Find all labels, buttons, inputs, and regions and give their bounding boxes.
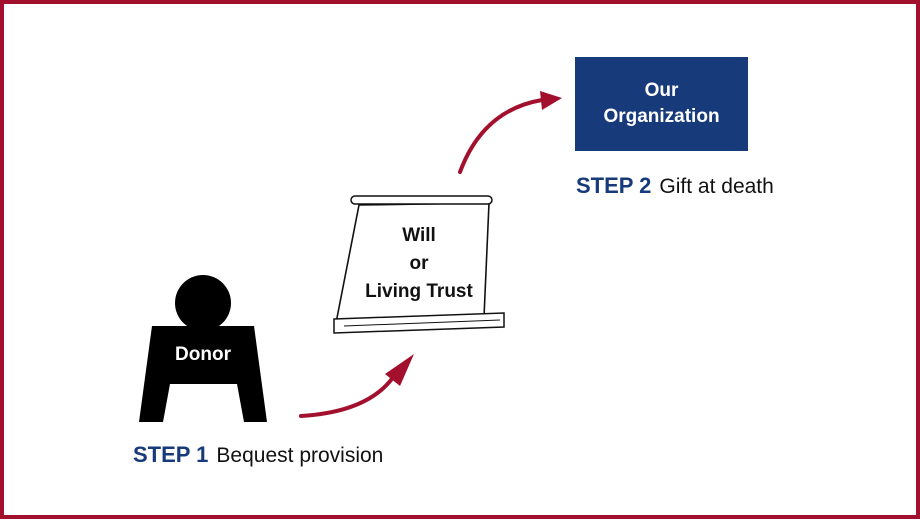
step-2-text: Gift at death [659,175,774,198]
step-1-number: STEP 1 [133,442,209,467]
donor-icon [139,275,267,422]
diagram-graphics [139,91,562,422]
document-line3: Living Trust [365,281,473,302]
step-1-label: STEP 1 Bequest provision [133,442,383,468]
curved-arrow-icon-step2 [458,91,562,174]
donor-head [175,275,231,331]
document-line1: Will [402,225,436,246]
document-text: Will or Living Trust [344,222,494,306]
donor-body [139,326,267,422]
step-2-label: STEP 2 Gift at death [576,173,774,199]
document-line2: or [409,253,429,274]
organization-box: Our Organization [575,57,748,151]
scroll-icon [333,195,505,334]
curved-arrow-icon-step1 [299,354,414,418]
step-1-text: Bequest provision [216,444,384,467]
donor-label: Donor [175,344,231,365]
step-2-number: STEP 2 [576,173,652,198]
organization-line2: Organization [603,106,720,127]
organization-line1: Our [644,80,679,101]
